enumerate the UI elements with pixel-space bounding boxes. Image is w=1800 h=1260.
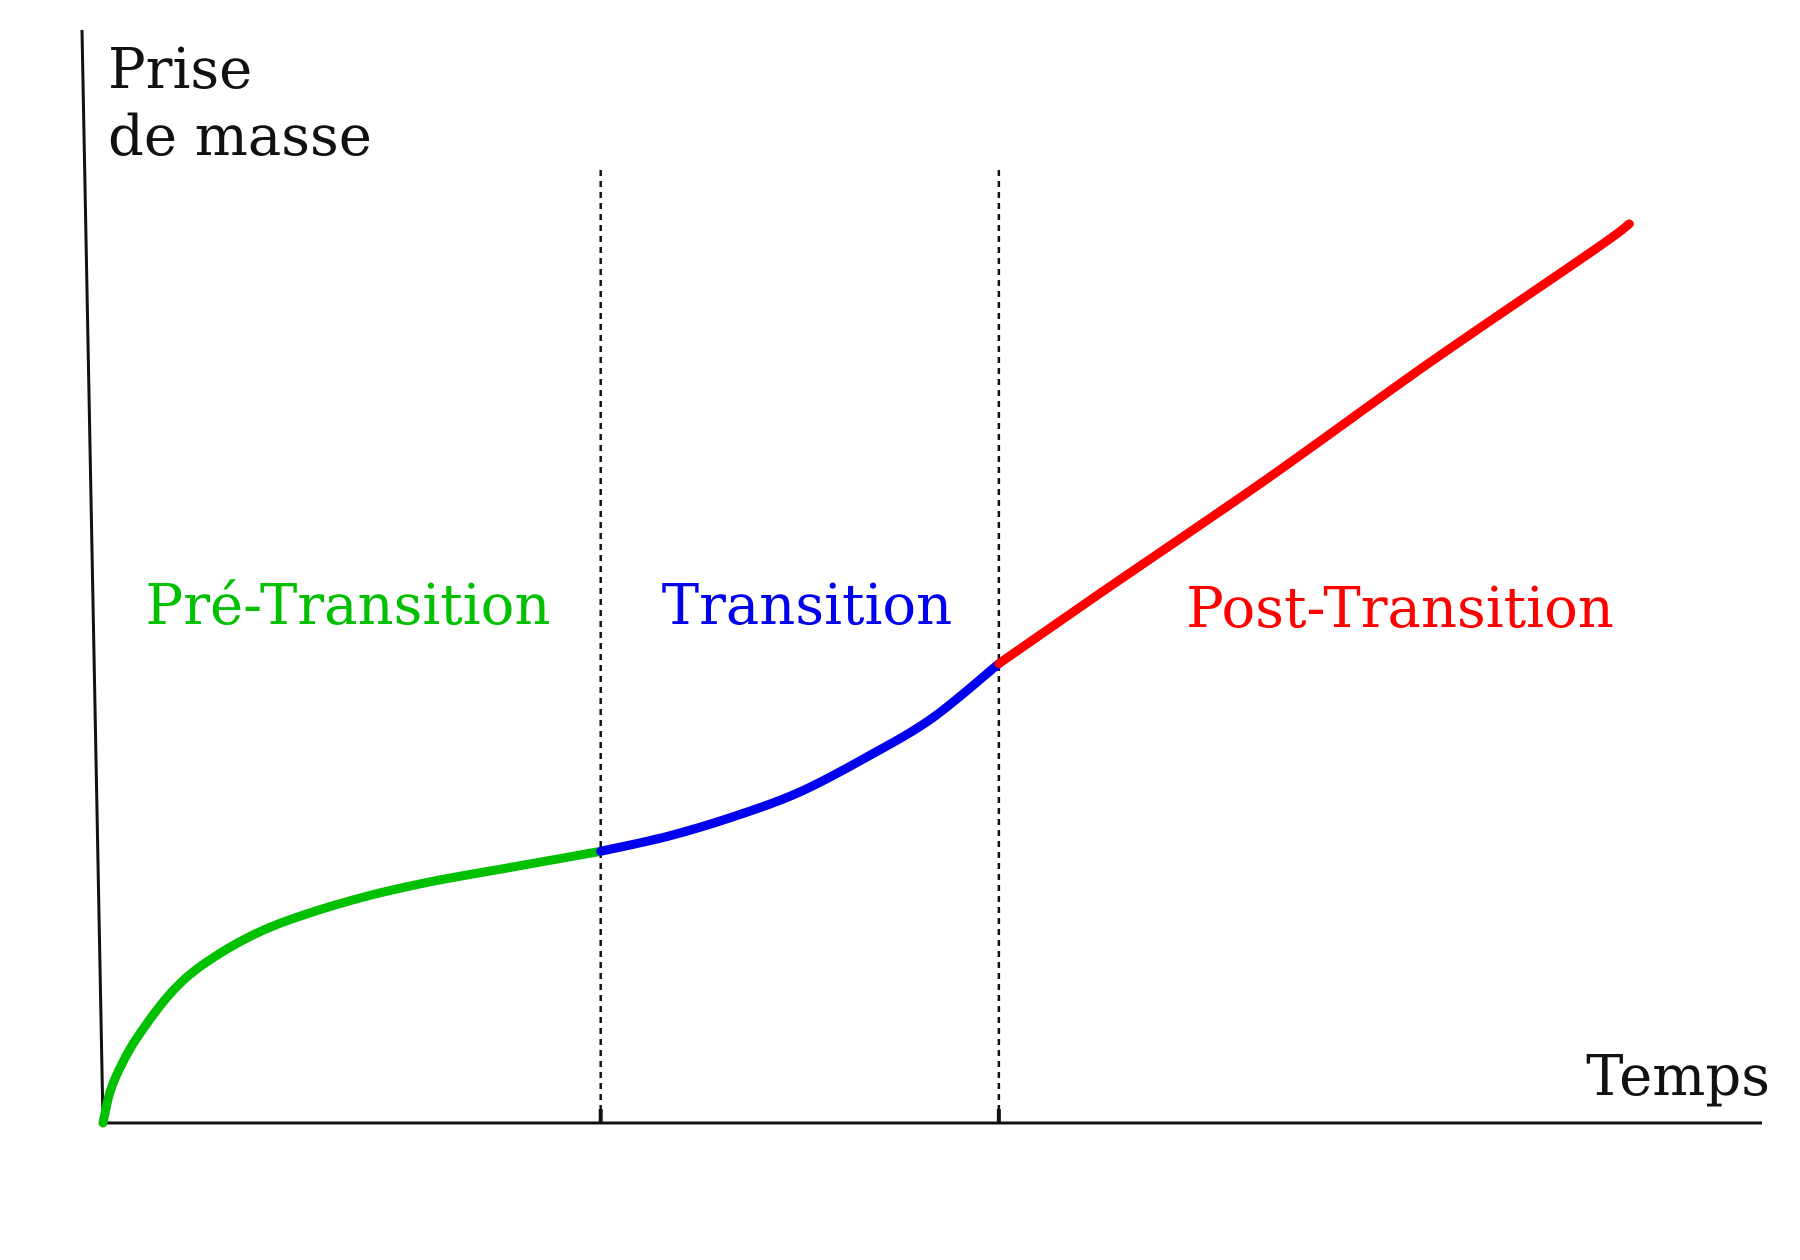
- phase-label-transition: Transition: [662, 573, 952, 638]
- y-axis-title: Prise de masse: [108, 37, 372, 169]
- series-line-2: [596, 659, 1004, 856]
- phase-label-post-transition: Post-Transition: [1186, 576, 1614, 641]
- y-axis: [80, 29, 105, 1124]
- phase-boundaries: [598, 170, 1001, 1123]
- y-axis-title-line-1: Prise: [108, 37, 252, 102]
- phase-label-pre-transition: Pré-Transition: [146, 573, 551, 638]
- x-axis-title: Temps: [1586, 1044, 1770, 1109]
- growth-curve: [98, 219, 1634, 1128]
- axes: [80, 29, 1762, 1125]
- y-axis-title-line-2: de masse: [108, 104, 372, 169]
- series-line-3: [994, 219, 1634, 669]
- series-line-1: [98, 846, 606, 1128]
